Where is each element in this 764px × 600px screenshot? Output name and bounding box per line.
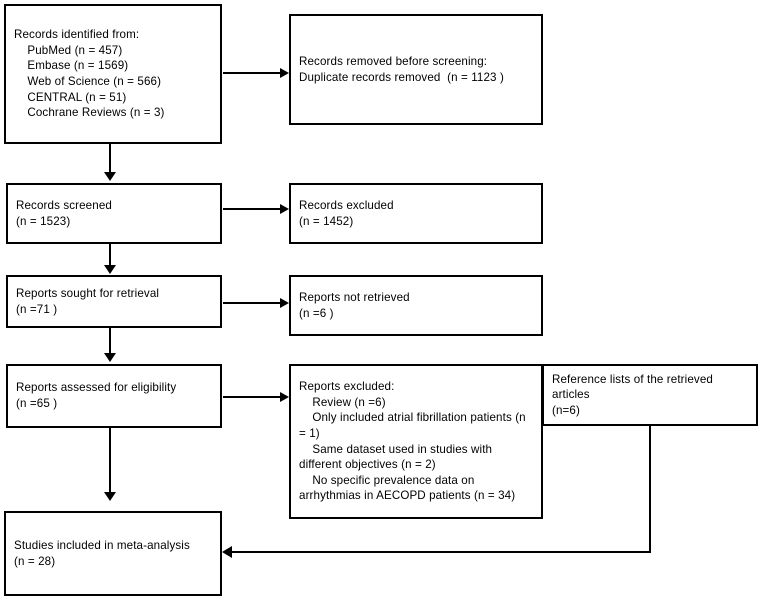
arrowhead-screened-to-sought xyxy=(104,265,116,274)
box-reports-not-retrieved-text: Reports not retrieved (n =6 ) xyxy=(299,290,410,320)
box-records-screened-text: Records screened (n = 1523) xyxy=(16,198,112,228)
box-records-identified-text: Records identified from: PubMed (n = 457… xyxy=(14,28,165,120)
box-reports-excluded: Reports excluded: Review (n =6) Only inc… xyxy=(289,364,543,519)
arrowhead-eligibility-to-reports-excluded xyxy=(280,391,289,402)
connector-reference-drop xyxy=(649,426,651,553)
connector-identified-to-screened xyxy=(109,144,111,174)
connector-sought-to-not-retrieved xyxy=(223,302,281,304)
connector-screened-to-sought xyxy=(109,244,111,267)
connector-eligibility-to-included xyxy=(109,428,111,494)
box-records-excluded-text: Records excluded (n = 1452) xyxy=(299,198,394,228)
connector-identified-to-removed xyxy=(223,72,281,74)
box-reports-excluded-text: Reports excluded: Review (n =6) Only inc… xyxy=(299,380,526,503)
box-studies-included-text: Studies included in meta-analysis (n = 2… xyxy=(14,538,190,568)
box-records-removed-before-screening: Records removed before screening: Duplic… xyxy=(289,14,543,125)
box-reports-assessed-for-eligibility-text: Reports assessed for eligibility (n =65 … xyxy=(16,381,177,410)
arrowhead-sought-to-eligibility xyxy=(104,353,116,362)
box-records-screened: Records screened (n = 1523) xyxy=(6,183,222,244)
arrowhead-eligibility-to-included xyxy=(104,492,116,501)
box-reports-sought-for-retrieval: Reports sought for retrieval (n =71 ) xyxy=(6,275,222,328)
box-records-identified: Records identified from: PubMed (n = 457… xyxy=(4,4,222,144)
connector-screened-to-excluded xyxy=(223,208,281,210)
connector-sought-to-eligibility xyxy=(109,328,111,355)
arrowhead-identified-to-removed xyxy=(280,67,289,78)
box-studies-included: Studies included in meta-analysis (n = 2… xyxy=(4,511,222,596)
arrowhead-identified-to-screened xyxy=(104,172,116,181)
arrowhead-screened-to-excluded xyxy=(280,203,289,214)
connector-eligibility-to-reports-excluded xyxy=(223,396,281,398)
box-records-excluded: Records excluded (n = 1452) xyxy=(289,183,543,244)
box-reports-not-retrieved: Reports not retrieved (n =6 ) xyxy=(289,275,543,336)
arrowhead-reference-to-included xyxy=(222,546,232,558)
box-reports-sought-for-retrieval-text: Reports sought for retrieval (n =71 ) xyxy=(16,286,160,316)
arrowhead-sought-to-not-retrieved xyxy=(280,297,289,308)
box-records-removed-before-screening-text: Records removed before screening: Duplic… xyxy=(299,54,504,84)
box-reference-lists: Reference lists of the retrieved article… xyxy=(542,364,758,426)
box-reports-assessed-for-eligibility: Reports assessed for eligibility (n =65 … xyxy=(6,364,222,428)
connector-reference-to-included xyxy=(232,551,651,553)
box-reference-lists-text: Reference lists of the retrieved article… xyxy=(552,372,713,417)
